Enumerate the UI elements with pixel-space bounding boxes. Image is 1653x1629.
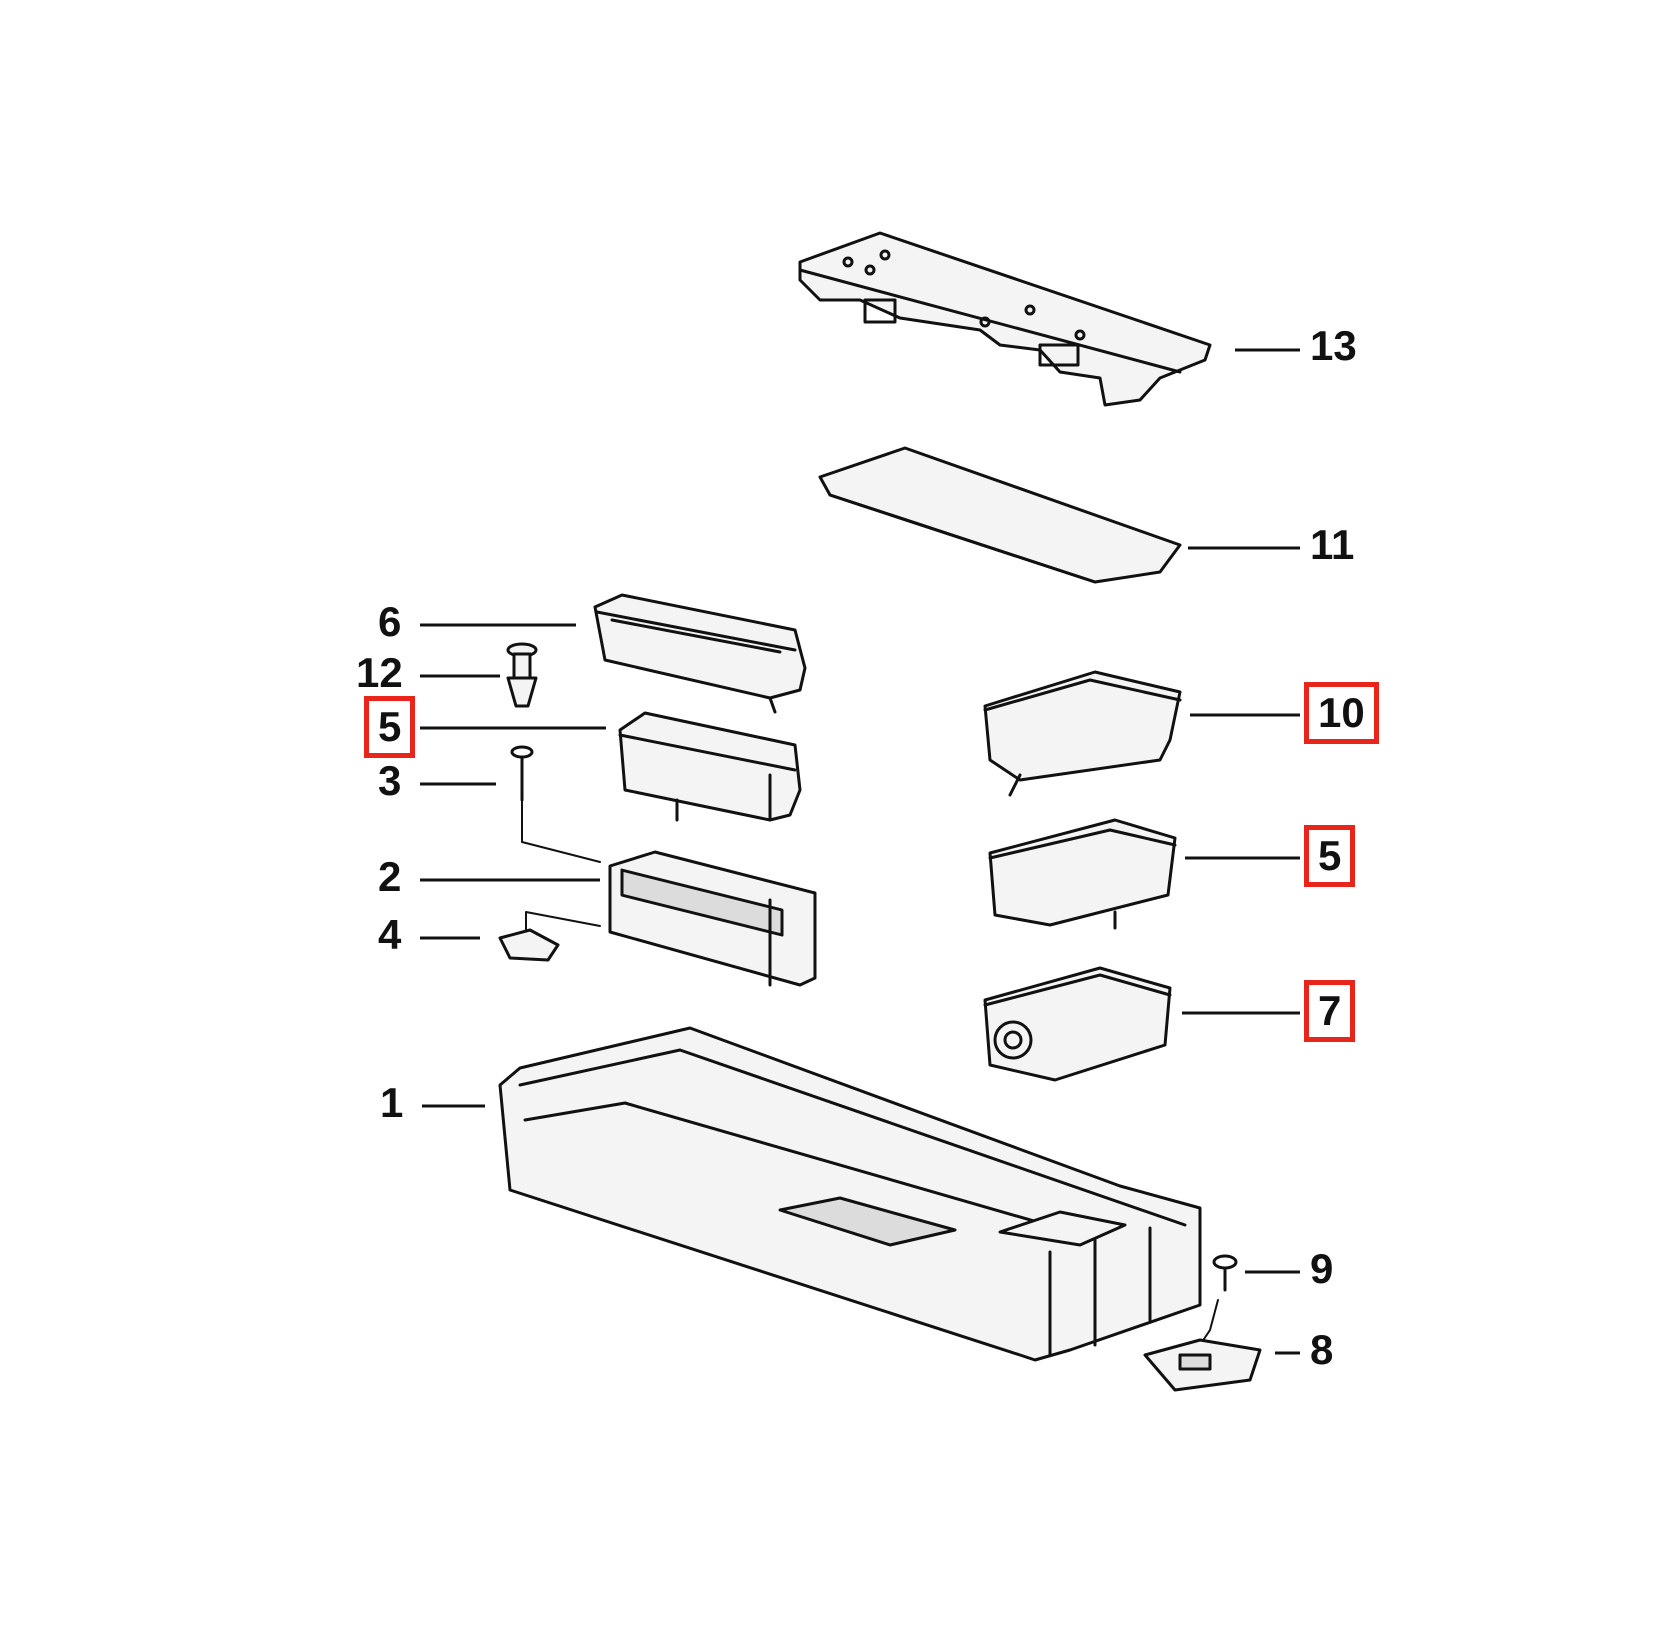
part-11-pad: [818, 446, 1182, 584]
part-7-lighter-insert: [983, 966, 1172, 1082]
part-1-console-base: [498, 1026, 1202, 1362]
label-6: 6: [378, 598, 402, 645]
label-12: 12: [356, 649, 403, 696]
label-10: 10: [1304, 682, 1379, 744]
label-11: 11: [1310, 521, 1355, 568]
part-8-clip: [1143, 1338, 1262, 1392]
label-9: 9: [1310, 1245, 1334, 1292]
label-1: 1: [380, 1079, 404, 1126]
part-12-clip: [506, 642, 538, 708]
part-5-right-insert: [988, 818, 1177, 930]
leader-lines: [420, 348, 1300, 1355]
part-4-clip-nut: [498, 911, 601, 962]
part-2-box: [608, 850, 817, 987]
part-10-insert: [983, 670, 1182, 797]
label-2: 2: [378, 853, 402, 900]
part-6-tray: [593, 593, 807, 714]
part-13-bracket-plate: [798, 231, 1212, 407]
label-7: 7: [1303, 980, 1356, 1042]
label-13: 13: [1310, 322, 1357, 369]
part-5-left-insert: [618, 711, 802, 822]
label-5-right: 5: [1303, 825, 1356, 887]
part-9-screw: [1199, 1254, 1238, 1346]
label-8: 8: [1310, 1326, 1334, 1373]
part-3-screw: [510, 745, 601, 863]
label-3: 3: [378, 757, 402, 804]
label-4: 4: [378, 911, 402, 958]
label-5-left: 5: [363, 696, 416, 758]
